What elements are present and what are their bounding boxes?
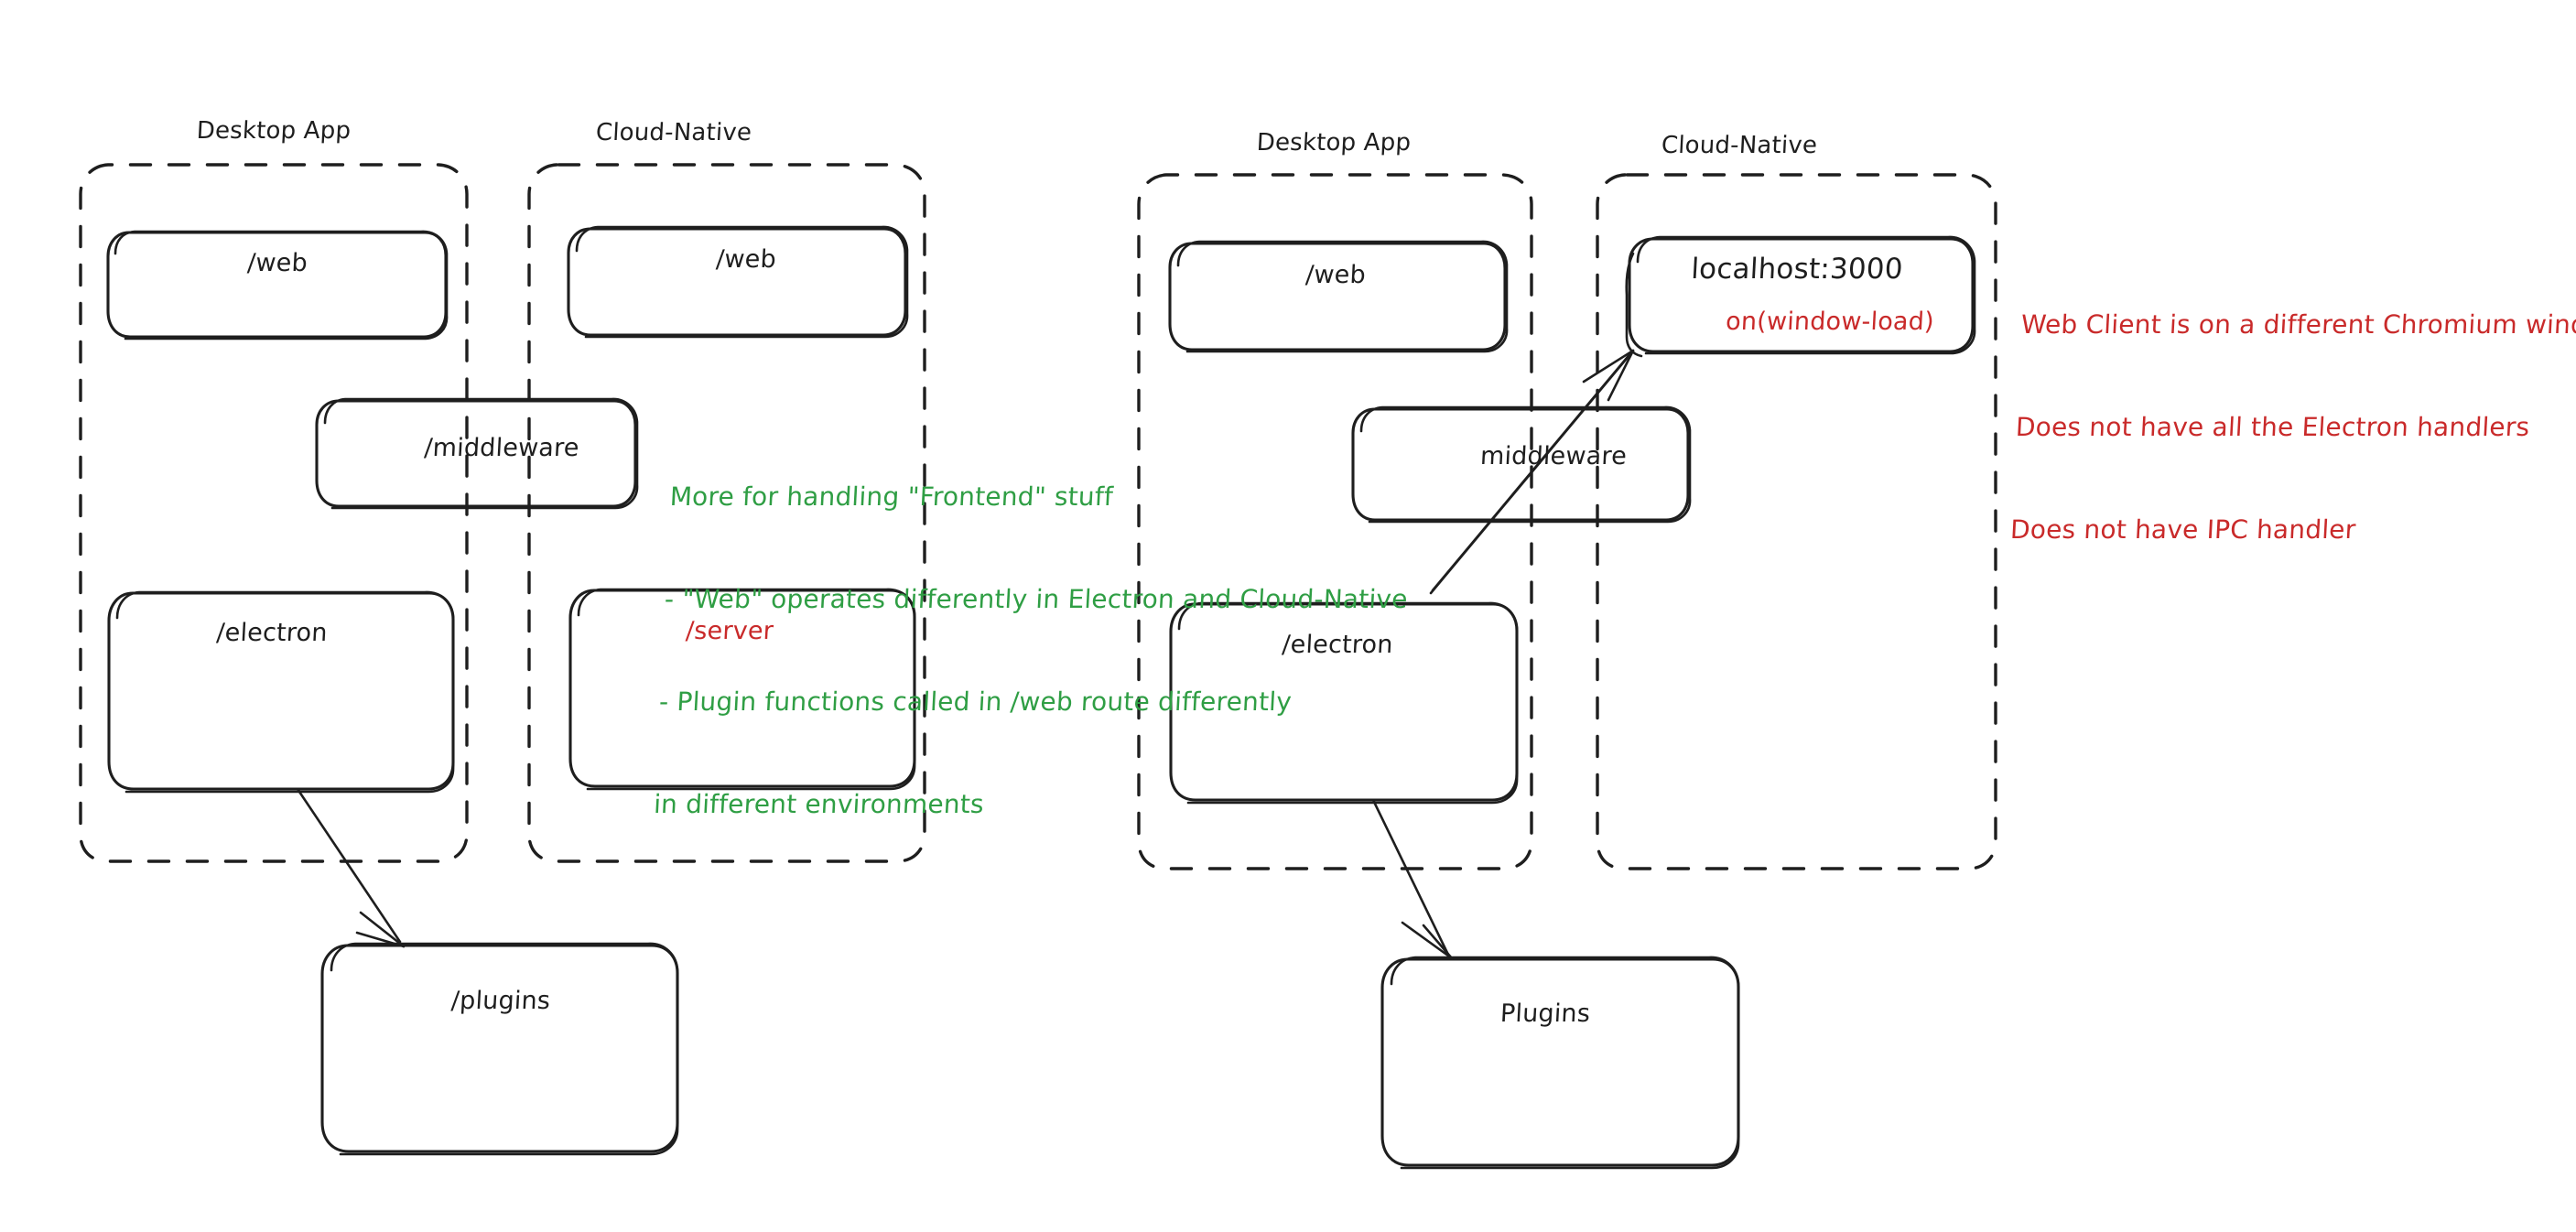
box-outline-r-localhost	[1625, 235, 1976, 358]
group-label-left-desktop: Desktop App	[195, 117, 352, 145]
note-green-line-4: in different environments	[653, 788, 985, 819]
box-outline-r-electron	[1169, 601, 1519, 805]
note-red-line-2: Does not have all the Electron handlers	[2015, 412, 2531, 443]
group-outline-left-cloud	[527, 163, 926, 863]
box-outline-l-electron	[107, 590, 455, 794]
arrow-l-electron-plugins	[296, 787, 406, 948]
box-outline-l-server	[568, 588, 916, 791]
note-red-line-1: Web Client is on a different Chromium wi…	[2019, 309, 2576, 340]
note-green-line-1: More for handling "Frontend" stuff	[668, 481, 1114, 513]
arrow-r-electron-localhost	[1429, 349, 1635, 595]
group-label-right-desktop: Desktop App	[1255, 129, 1412, 157]
group-label-left-cloud: Cloud-Native	[595, 119, 752, 146]
box-label-r-web: /web	[1304, 261, 1367, 289]
box-outline-l-web-cloud	[567, 225, 909, 339]
arrow-r-electron-plugins	[1371, 798, 1454, 960]
box-outline-r-middleware	[1351, 405, 1692, 524]
note-green-line-2: - "Web" operates differently in Electron…	[664, 584, 1409, 615]
box-outline-l-middleware	[315, 397, 639, 510]
box-label-r-middleware: middleware	[1479, 442, 1628, 470]
note-green-line-3: - Plugin functions called in /web route …	[658, 686, 1293, 717]
box-label-r-localhost: localhost:3000	[1690, 253, 1904, 286]
box-label-l-web: /web	[246, 249, 308, 277]
box-label-r-electron: /electron	[1281, 631, 1394, 659]
box-label-l-web-cloud: /web	[715, 245, 777, 274]
box-outline-r-plugins	[1380, 956, 1740, 1170]
box-label-l-electron: /electron	[215, 619, 329, 647]
note-red-line-3: Does not have IPC handler	[2009, 513, 2357, 545]
annotation-note-red: Web Client is on a different Chromium wi…	[2006, 240, 2576, 615]
box-outline-r-web	[1168, 240, 1509, 353]
group-label-right-cloud: Cloud-Native	[1661, 132, 1818, 159]
group-outline-left-desktop	[79, 163, 469, 863]
box-label-r-plugins: Plugins	[1499, 1000, 1591, 1028]
box-outline-l-web	[106, 230, 449, 340]
box-outline-l-plugins	[320, 942, 679, 1156]
box-label-l-middleware: /middleware	[423, 434, 580, 462]
box-label-l-plugins: /plugins	[450, 987, 551, 1015]
box-sublabel-r-localhost: on(window-load)	[1725, 308, 1935, 336]
